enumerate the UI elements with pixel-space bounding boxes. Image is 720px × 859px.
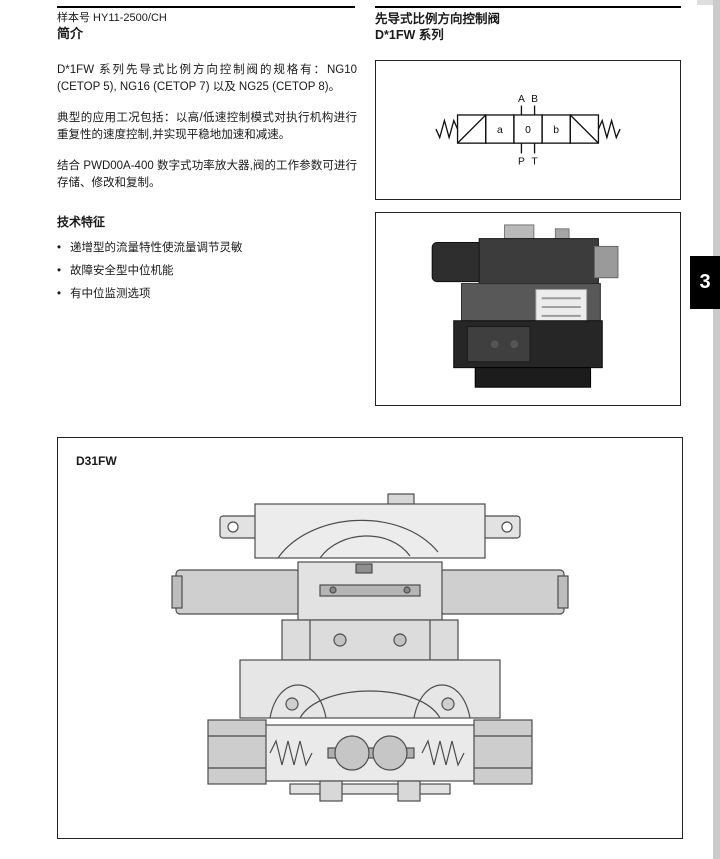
symbol-position-a: a <box>497 125 503 136</box>
scan-corner-artifact <box>697 0 713 5</box>
product-title: 先导式比例方向控制阀 <box>375 12 501 26</box>
symbol-port-p-label: P <box>518 157 525 168</box>
page-edge-strip <box>713 0 720 859</box>
header-left: 样本号 HY11-2500/CH 简介 <box>57 6 355 42</box>
feature-item-label: 故障安全型中位机能 <box>70 265 174 277</box>
features-list: • 递增型的流量特性使流量调节灵敏 • 故障安全型中位机能 • 有中位监测选项 <box>57 241 357 301</box>
symbol-port-a-label: A <box>518 94 525 105</box>
chapter-tab: 3 <box>690 256 720 309</box>
header-right: 先导式比例方向控制阀 D*1FW 系列 <box>375 6 681 43</box>
symbol-position-0: 0 <box>525 125 531 136</box>
feature-item: • 有中位监测选项 <box>57 287 357 301</box>
intro-paragraph-3: 结合 PWD00A-400 数字式功率放大器,阀的工作参数可进行存储、修改和复制… <box>57 160 357 189</box>
diagram-box: D31FW <box>57 437 683 839</box>
hydraulic-valve-symbol: A B a 0 b P T <box>435 94 621 168</box>
photo-box <box>375 212 681 406</box>
valve-cross-section-drawing <box>171 493 569 802</box>
diagram-label: D31FW <box>76 454 117 468</box>
valve-product-photo <box>431 224 619 388</box>
feature-item-label: 有中位监测选项 <box>70 288 151 300</box>
intro-paragraph-2: 典型的应用工况包括：以高/低速控制模式对执行机构进行重复性的速度控制,并实现平稳… <box>57 112 357 141</box>
symbol-port-b-label: B <box>531 94 538 105</box>
intro-paragraph-1: D*1FW 系列先导式比例方向控制阀的规格有：NG10 (CETOP 5), N… <box>57 64 357 93</box>
header-rule-left <box>57 6 355 8</box>
bullet-icon: • <box>57 288 62 300</box>
symbol-position-b: b <box>553 125 559 136</box>
features-heading: 技术特征 <box>57 215 106 229</box>
feature-item: • 故障安全型中位机能 <box>57 264 357 278</box>
header-rule-right <box>375 6 681 8</box>
series-title: D*1FW 系列 <box>375 28 444 42</box>
feature-item: • 递增型的流量特性使流量调节灵敏 <box>57 241 357 255</box>
bullet-icon: • <box>57 265 62 277</box>
intro-column: D*1FW 系列先导式比例方向控制阀的规格有：NG10 (CETOP 5), N… <box>57 62 357 310</box>
section-title: 简介 <box>57 26 84 41</box>
symbol-port-t-label: T <box>531 157 538 168</box>
symbol-box: A B a 0 b P T <box>375 60 681 200</box>
catalog-number: 样本号 HY11-2500/CH <box>57 12 167 24</box>
bullet-icon: • <box>57 242 62 254</box>
feature-item-label: 递增型的流量特性使流量调节灵敏 <box>70 242 243 254</box>
